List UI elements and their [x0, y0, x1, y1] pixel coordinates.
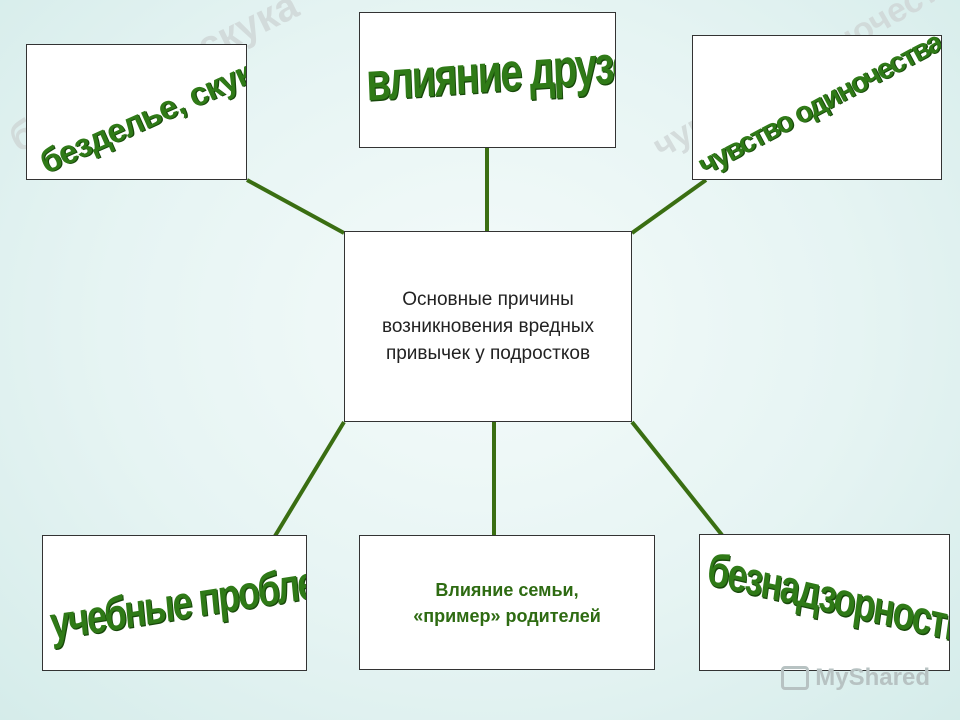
cause-family-text: Влияние семьи, «пример» родителей — [413, 579, 601, 626]
cause-box-friends: влияние друзей — [359, 12, 616, 148]
cause-box-idleness: безделье, скука — [26, 44, 247, 180]
presentation-icon — [781, 666, 810, 690]
connector-study — [273, 420, 346, 538]
cause-box-family: Влияние семьи, «пример» родителей — [359, 535, 655, 670]
cause-box-study: учебные проблемы — [42, 535, 307, 671]
cause-box-neglect: безнадзорность — [699, 534, 950, 671]
cause-neglect-text: безнадзорность — [704, 541, 950, 654]
connector-loneliness — [630, 178, 708, 235]
cause-friends-text: влияние друзей — [365, 32, 616, 113]
cause-box-loneliness: чувство одиночества — [692, 35, 942, 180]
watermark-text: MyShared — [815, 664, 930, 691]
cause-loneliness-text: чувство одиночества — [693, 35, 942, 180]
connector-neglect — [630, 420, 724, 537]
cause-idleness-text: безделье, скука — [33, 46, 247, 180]
central-topic-text: Основные причины возникновения вредных п… — [381, 289, 595, 364]
central-topic-box: Основные причины возникновения вредных п… — [344, 231, 632, 422]
cause-study-text: учебные проблемы — [47, 546, 307, 651]
myshared-watermark: MyShared — [781, 664, 930, 692]
connector-idleness — [246, 178, 345, 235]
